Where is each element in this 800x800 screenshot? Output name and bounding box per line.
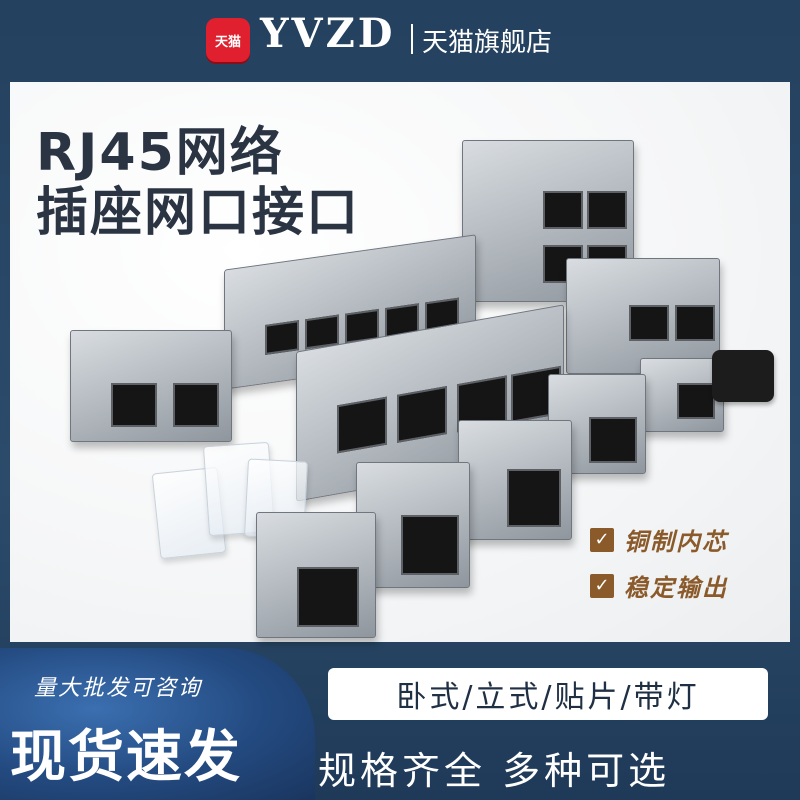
tmall-badge: 天猫 xyxy=(206,18,250,62)
header-divider xyxy=(411,24,413,54)
header: 天猫 YVZD 天猫旗舰店 xyxy=(0,0,800,80)
slogan-text: 规格齐全 多种可选 xyxy=(318,749,671,793)
rj45-port xyxy=(543,191,583,229)
checkmark-icon: ✓ xyxy=(590,527,614,552)
rj45-port xyxy=(677,383,715,419)
rj45-smd-jack xyxy=(640,358,724,432)
promo-blob xyxy=(0,648,315,800)
feature-label: 稳定输出 xyxy=(624,574,728,602)
rj45-port xyxy=(629,305,669,341)
rj45-port xyxy=(297,567,359,627)
rj45-port xyxy=(507,469,561,527)
rj45-port xyxy=(111,383,157,427)
store-name: 天猫旗舰店 xyxy=(422,28,553,58)
rj45-vertical-jack xyxy=(256,512,376,638)
mount-types-text: 卧式/立式/贴片/带灯 xyxy=(396,680,700,715)
rj45-port xyxy=(337,396,387,454)
rj45-port xyxy=(675,305,715,341)
rj45-port xyxy=(397,386,447,443)
in-stock-fast-ship-text: 现货速发 xyxy=(10,725,242,790)
rj45-port xyxy=(589,417,637,463)
bulk-wholesale-text: 量大批发可咨询 xyxy=(34,676,203,701)
feature-label: 铜制内芯 xyxy=(624,528,728,556)
rj45-port xyxy=(587,191,627,229)
rj45-port xyxy=(265,320,299,355)
rj45-port xyxy=(401,515,459,575)
rj45-dual-jack-right xyxy=(566,258,720,374)
rj45-port xyxy=(173,383,219,427)
feature-stable-output: ✓ 稳定输出 xyxy=(590,568,728,603)
feature-copper-core: ✓ 铜制内芯 xyxy=(590,522,728,557)
rj45-vertical-jack xyxy=(458,420,572,540)
checkmark-icon: ✓ xyxy=(590,573,614,598)
brand-name: YVZD xyxy=(260,10,396,57)
hero-title-line2: 插座网口接口 xyxy=(36,183,361,243)
rj45-2port-led-jack xyxy=(70,330,232,442)
mount-types-box: 卧式/立式/贴片/带灯 xyxy=(328,668,768,720)
hero-title-line1: RJ45网络 xyxy=(36,123,284,183)
dust-cap xyxy=(712,350,774,402)
